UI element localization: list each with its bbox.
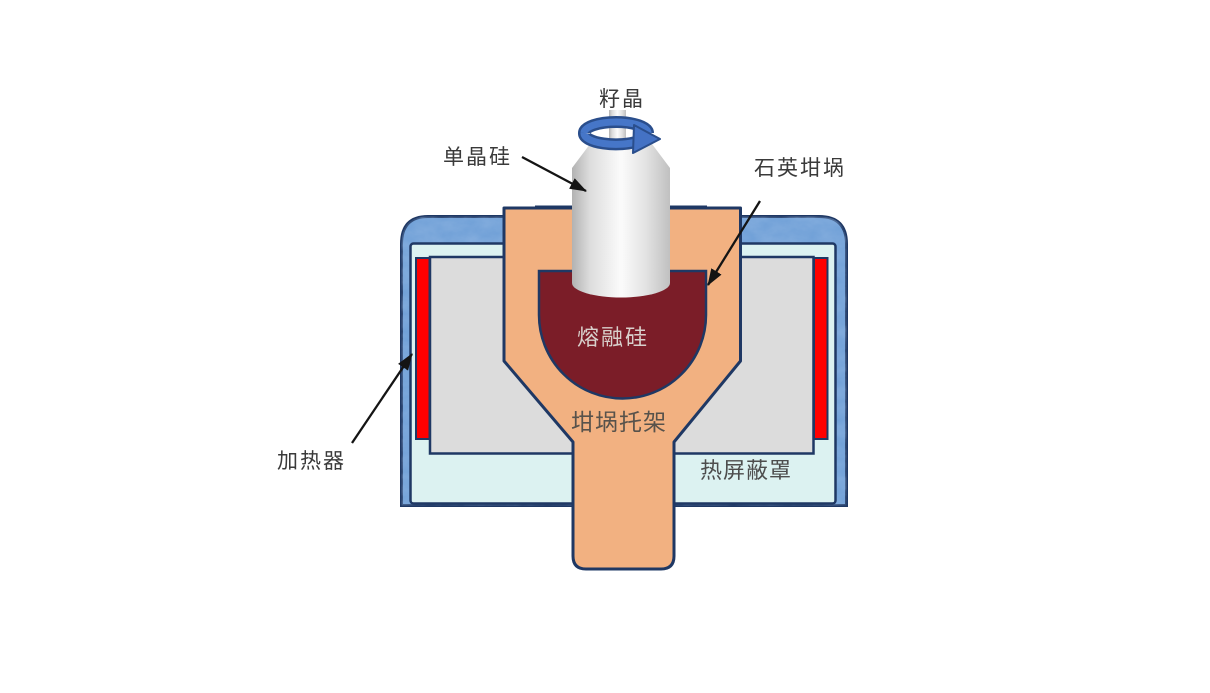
rotation-arrow-front-face [580,132,641,148]
mono-silicon-label: 单晶硅 [443,145,512,169]
leader-arrow-mono-silicon [521,155,587,193]
leader-arrow-heater [351,353,413,444]
rotation-arrowhead [632,124,661,154]
molten-silicon-pool [537,269,708,400]
molten-silicon-label: 熔融硅 [577,325,650,350]
heater-label: 加热器 [277,449,346,473]
heater-bar-right [813,257,829,440]
crucible-support-label: 坩埚托架 [571,410,667,435]
leader-arrow-quartz-crucible [707,200,761,286]
seed-crystal-label: 籽晶 [599,87,645,111]
rotation-arrow-back-face [580,118,652,134]
heater-bar-left [415,257,431,440]
crystal-ingot [572,144,670,298]
heat-shield-label: 热屏蔽罩 [700,458,793,483]
quartz-crucible-label: 石英坩埚 [754,156,846,180]
